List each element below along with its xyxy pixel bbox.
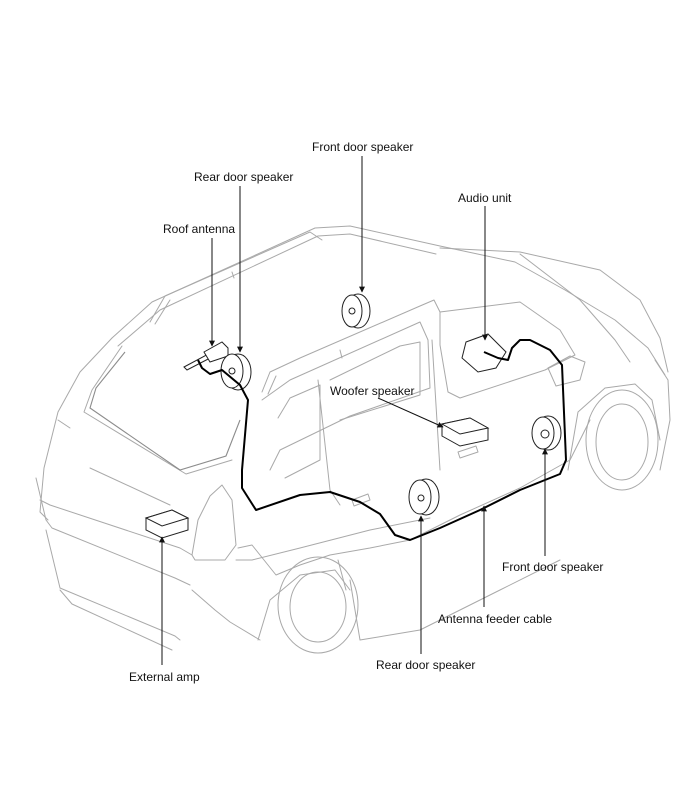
label-audio-unit: Audio unit [458, 191, 512, 205]
label-front-door-speaker-top: Front door speaker [312, 140, 413, 154]
label-roof-antenna: Roof antenna [163, 222, 235, 236]
label-woofer-speaker: Woofer speaker [330, 384, 415, 398]
label-rear-door-speaker-top: Rear door speaker [194, 170, 293, 184]
front-door-speaker-right-part [531, 415, 562, 451]
woofer-speaker-part [440, 417, 490, 447]
rear-door-speaker-top-part [220, 353, 252, 391]
roof-antenna-part [183, 341, 229, 371]
label-front-door-speaker-right: Front door speaker [502, 560, 603, 574]
label-rear-door-speaker-bottom: Rear door speaker [376, 658, 475, 672]
external-amp-part [144, 509, 190, 539]
label-external-amp: External amp [129, 670, 200, 684]
rear-door-speaker-bottom-part [408, 478, 440, 516]
vehicle-outline [35, 225, 671, 654]
leader-lines [159, 156, 548, 665]
front-door-speaker-top-part [341, 293, 371, 329]
label-antenna-feeder-cable: Antenna feeder cable [438, 612, 552, 626]
antenna-feeder-cable-path [197, 339, 567, 541]
